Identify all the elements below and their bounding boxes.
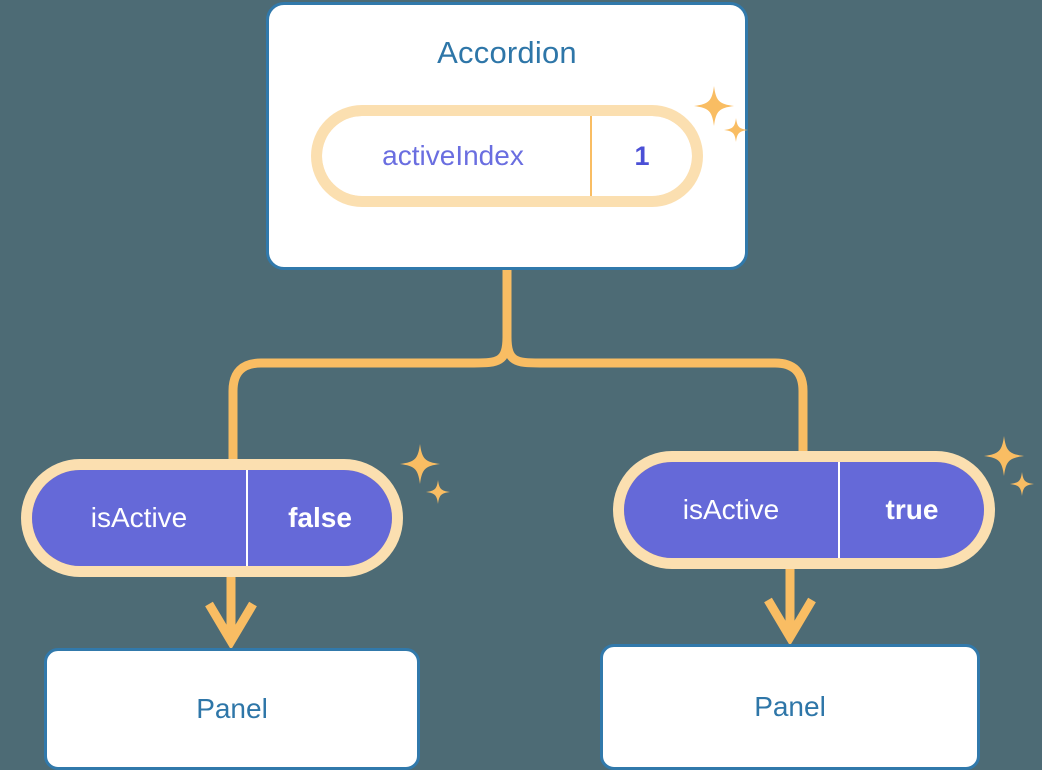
component-card-panel-right[interactable]: Panel xyxy=(600,644,980,770)
connector-branch-left xyxy=(228,336,512,478)
prop-pill-isactive-false[interactable]: isActive false xyxy=(21,459,403,577)
prop-value: true xyxy=(885,494,939,525)
prop-pill-isactive-true[interactable]: isActive true xyxy=(613,451,995,569)
prop-pill-activeindex[interactable]: activeIndex 1 xyxy=(311,105,703,207)
prop-value: false xyxy=(288,502,352,533)
prop-key: isActive xyxy=(90,502,188,533)
pill-divider xyxy=(246,470,248,566)
panel-label: Panel xyxy=(196,693,268,724)
connector-branch-right xyxy=(502,336,808,470)
component-card-panel-left[interactable]: Panel xyxy=(44,648,420,770)
prop-key: activeIndex xyxy=(382,140,524,171)
prop-key: isActive xyxy=(682,494,780,525)
pill-divider xyxy=(590,116,592,196)
page-title: Accordion xyxy=(437,35,577,70)
panel-label: Panel xyxy=(754,691,826,722)
pill-divider xyxy=(838,462,840,558)
prop-value: 1 xyxy=(634,140,650,171)
